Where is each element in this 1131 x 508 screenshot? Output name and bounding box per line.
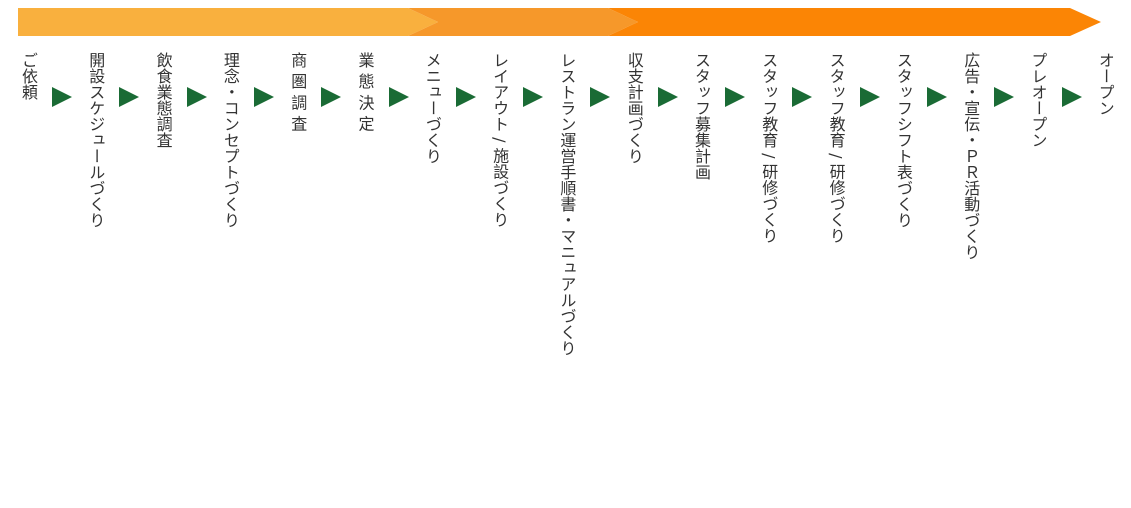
step-label: メニューづくり <box>422 52 442 164</box>
band-segment-mid <box>408 8 638 36</box>
step-arrow-icon <box>321 87 342 107</box>
step-label: 収支計画づくり <box>624 52 644 164</box>
step-arrow-icon <box>388 87 409 107</box>
step-arrow-icon <box>994 87 1015 107</box>
step-label: ご依頼 <box>19 52 38 100</box>
step-label: スタッフ教育 / 研修づくり <box>759 52 779 244</box>
step-label: 商 圏 調 査 <box>288 52 308 132</box>
step-label: オープン <box>1095 52 1115 116</box>
step-label: 開設スケジュールづくり <box>86 52 106 228</box>
step-arrow-icon <box>52 87 72 107</box>
step-arrow-icon <box>859 87 880 107</box>
step-label: 広告・宣伝・ＰＲ活動づくり <box>961 52 981 260</box>
step-label: レストラン運営手順書・マニュアルづくり <box>557 52 577 356</box>
step-arrow-icon <box>253 87 274 107</box>
step-arrow-icon <box>1061 87 1082 107</box>
step-arrow-icon <box>119 87 140 107</box>
step-label: 業 態 決 定 <box>355 52 375 132</box>
band-segment-dark <box>608 8 1101 36</box>
step-arrow-icon <box>455 87 476 107</box>
step-arrow-icon <box>590 87 611 107</box>
step-label: スタッフシフト表づくり <box>893 52 913 228</box>
step-arrow-icon <box>186 87 207 107</box>
step-arrow-icon <box>725 87 745 107</box>
step-arrow-icon <box>657 87 678 107</box>
step-label: スタッフ教育 / 研修づくり <box>826 52 846 244</box>
step-arrow-icon <box>792 87 813 107</box>
step-label: レイアウト / 施設づくり <box>490 52 510 228</box>
band-segment-light <box>18 8 438 36</box>
step-arrow-icon <box>926 87 947 107</box>
step-label: 飲食業態調査 <box>153 52 173 148</box>
progress-band <box>18 8 1101 36</box>
step-label: スタッフ募集計画 <box>692 52 711 180</box>
step-label: 理念・コンセプトづくり <box>220 52 240 228</box>
step-arrow-icon <box>523 87 544 107</box>
step-label: プレオープン <box>1028 52 1048 148</box>
